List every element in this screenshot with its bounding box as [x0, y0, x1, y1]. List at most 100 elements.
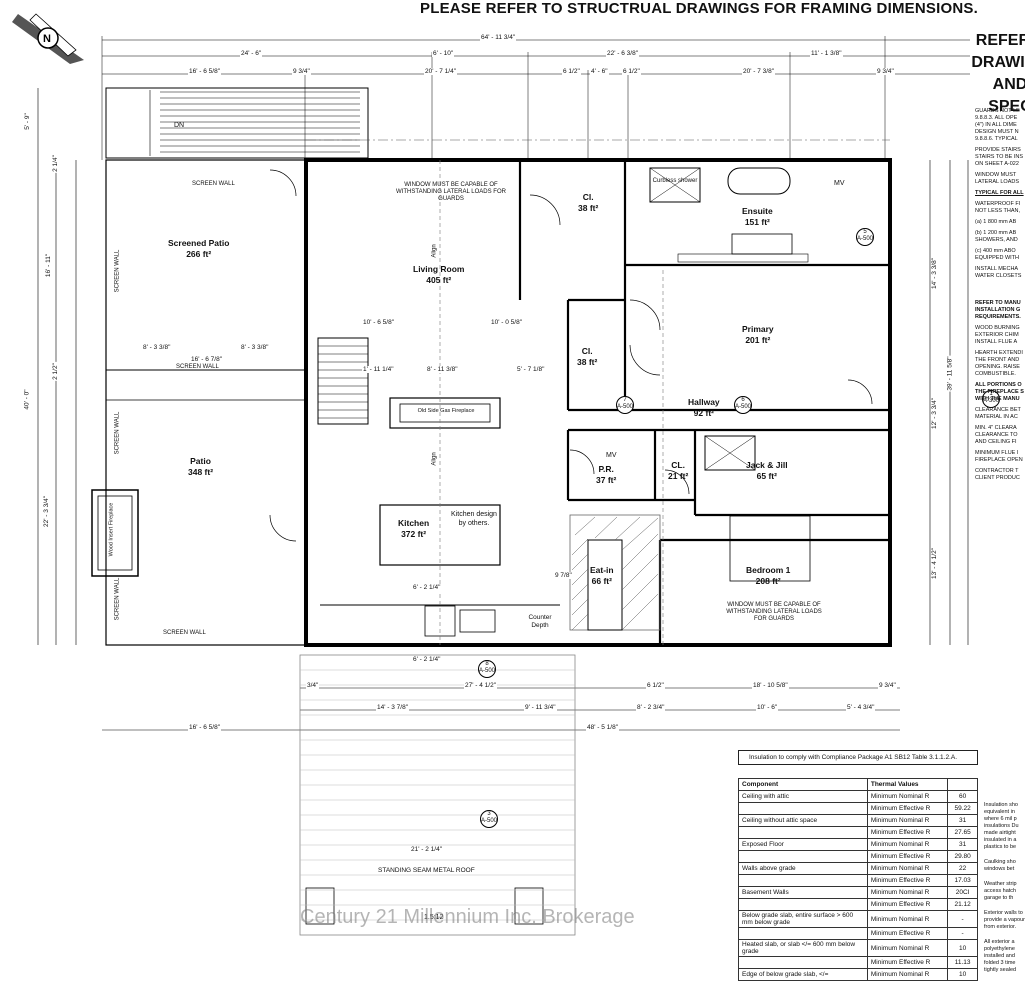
component-cell: Ceiling without attic space	[738, 814, 868, 827]
note-item: MIN. 4" CLEARA CLEARANCE TO AND CEILING …	[975, 425, 1018, 445]
component-cell	[738, 850, 868, 863]
screen-wall-label: SCREEN WALL	[163, 630, 206, 636]
callout-sheet: A-500	[857, 236, 874, 242]
insulation-row: Heated slab, or slab </= 600 mm below gr…	[738, 939, 978, 957]
mv-label: MV	[834, 180, 845, 187]
dim-right: 12' - 3 3/4"	[931, 396, 939, 431]
room-area: 266 ft²	[186, 249, 212, 259]
section-callout[interactable]: 7 A-500	[616, 396, 634, 414]
room-area: 21 ft²	[668, 471, 689, 481]
dim-interior: 5' - 7 1/8"	[516, 366, 546, 373]
dim-interior: 9 7/8"	[554, 572, 573, 579]
thermal-value-cell: 27.65	[947, 826, 978, 839]
room-name: Cl.	[581, 346, 593, 356]
section-callout[interactable]: 6 A-500	[734, 396, 752, 414]
dim-bottom: 16' - 6 5/8"	[188, 724, 222, 731]
note-item: WINDOW MUST LATERAL LOADS	[975, 172, 1020, 185]
note-item: INSTALL MECHA WATER CLOSETS	[975, 266, 1022, 279]
general-notes: GUARDS NOT LE 9.8.8.3. ALL OPE (4") IN A…	[975, 108, 1025, 486]
note-item: GUARDS NOT LE 9.8.8.3. ALL OPE (4") IN A…	[975, 108, 1020, 142]
dim-second: 9 3/4"	[876, 68, 895, 75]
dim-interior: 8' - 3 3/8"	[240, 344, 270, 351]
insulation-row: Below grade slab, entire surface > 600 m…	[738, 910, 978, 928]
side-note: Caulking sho windows bet	[984, 859, 1016, 872]
room-name: Living Room	[413, 264, 465, 274]
room-area: 37 ft²	[596, 475, 617, 485]
room-screened-patio: Screened Patio 266 ft²	[168, 238, 229, 260]
room-primary: Primary 201 ft²	[742, 324, 774, 346]
align-label: Align	[431, 244, 438, 258]
svg-text:N: N	[43, 33, 51, 45]
room-name: Eat-in	[590, 565, 614, 575]
room-name: Primary	[742, 324, 774, 334]
thermal-value-cell: 10	[947, 968, 978, 981]
callout-number: 8	[485, 661, 489, 667]
slope-label: 1.5:12	[424, 914, 444, 921]
section-callout[interactable]: 3 A-500	[480, 810, 498, 828]
insulation-row: Edge of below grade slab, </=Minimum Nom…	[738, 968, 978, 981]
dim-bottom: 3/4"	[306, 682, 320, 689]
dim-right: 14' - 3 3/8"	[931, 256, 939, 291]
dim-bottom: 14' - 3 7/8"	[376, 704, 410, 711]
curbless-shower-label: Curbless shower	[652, 178, 698, 184]
dim-left: 2 1/4"	[51, 154, 59, 173]
component-cell: Ceiling with attic	[738, 790, 868, 803]
thermal-label-cell: Minimum Nominal R	[866, 910, 949, 928]
note-item: MINIMUM FLUE I FIREPLACE OPEN	[975, 450, 1023, 463]
insulation-row: Minimum Effective R-	[738, 927, 978, 940]
dim-bottom: 6 1/2"	[646, 682, 665, 689]
component-cell	[738, 802, 868, 815]
note-item: ALL PORTIONS O THE FIREPLACE S WITH THE …	[975, 382, 1024, 402]
callout-number: 6	[741, 397, 745, 403]
dim-second: 20' - 7 3/8"	[742, 68, 776, 75]
thermal-label-cell: Minimum Nominal R	[866, 814, 949, 827]
screen-wall-label: SCREEN WALL	[176, 364, 219, 370]
room-living: Living Room 405 ft²	[413, 264, 464, 286]
callout-number: 3	[487, 811, 491, 817]
thermal-label-cell: Minimum Effective R	[866, 927, 949, 940]
room-eat-in: Eat-in 66 ft²	[590, 565, 614, 587]
note-item: WOOD BURNING EXTERIOR CHIM INSTALL FLUE …	[975, 325, 1020, 345]
screen-wall-label: SCREEN WALL	[114, 249, 121, 293]
screen-wall-label: SCREEN WALL	[114, 411, 121, 455]
col-header	[947, 778, 978, 791]
dim-left: 2 1/2"	[51, 362, 59, 381]
right-title-line: DRAWING	[971, 54, 1025, 71]
callout-sheet: A-500	[735, 404, 752, 410]
component-cell: Basement Walls	[738, 886, 868, 899]
thermal-value-cell: 22	[947, 862, 978, 875]
dim-bottom: 9' - 11 3/4"	[524, 704, 557, 711]
section-callout[interactable]: 5 A-500	[856, 228, 874, 246]
window-note: WINDOW MUST BE CAPABLE OF WITHSTANDING L…	[396, 182, 506, 202]
dim-interior: 8' - 3 3/8"	[142, 344, 172, 351]
thermal-label-cell: Minimum Nominal R	[866, 838, 949, 851]
note-item: (c) 400 mm ABO EQUIPPED WITH	[975, 248, 1020, 261]
thermal-value-cell: 10	[947, 939, 978, 957]
screen-wall-label: SCREEN WALL	[114, 577, 121, 621]
room-area: 151 ft²	[744, 217, 770, 227]
callout-sheet: A-300	[983, 398, 1000, 404]
side-note: Insulation sho equivalent in where 6 mil…	[984, 802, 1019, 850]
room-powder: P.R. 37 ft²	[596, 464, 616, 486]
fireplace-label: Old Side Gas Fireplace	[417, 408, 475, 414]
thermal-label-cell: Minimum Effective R	[866, 826, 949, 839]
section-callout[interactable]: 8 A-500	[478, 660, 496, 678]
thermal-value-cell: 59.22	[947, 802, 978, 815]
dim-overall: 64' - 11 3/4"	[480, 34, 517, 41]
dim-right: 13' - 4 1/2"	[931, 546, 939, 581]
dim-second: 6 1/2"	[562, 68, 581, 75]
room-name: Bedroom 1	[746, 565, 791, 575]
component-cell	[738, 927, 868, 940]
section-callout[interactable]: 1 A-300	[982, 390, 1000, 408]
room-area: 38 ft²	[578, 203, 599, 213]
dim-second: 16' - 6 5/8"	[188, 68, 222, 75]
callout-sheet: A-500	[479, 668, 496, 674]
room-name: Hallway	[688, 397, 720, 407]
room-bedroom-1: Bedroom 1 208 ft²	[746, 565, 790, 587]
thermal-label-cell: Minimum Nominal R	[866, 968, 949, 981]
note-item: HEARTH EXTENDI THE FRONT AND OPENING. RA…	[975, 350, 1023, 377]
right-title-line: REFER T	[975, 32, 1025, 49]
